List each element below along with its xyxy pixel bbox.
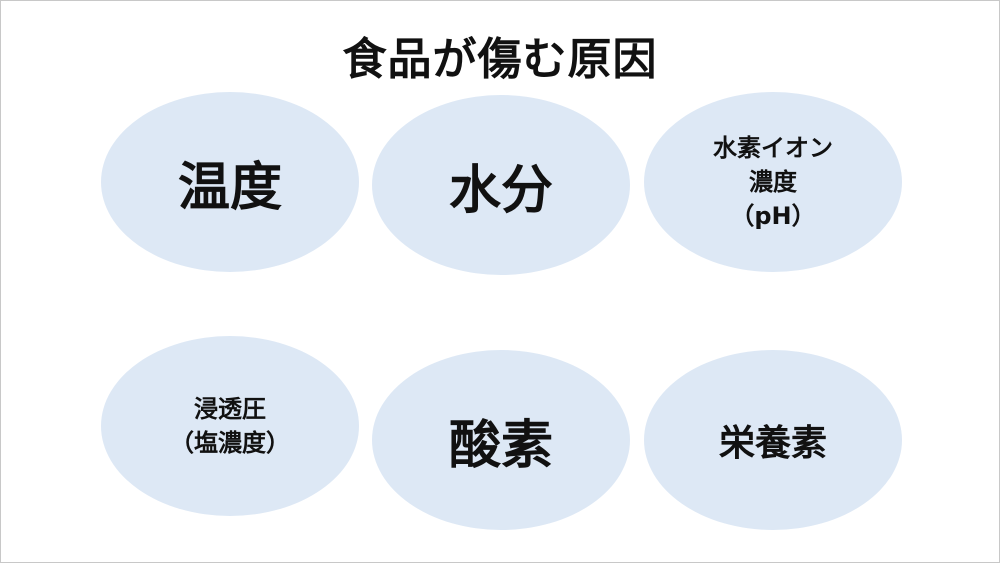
cause-temperature: 温度: [101, 92, 359, 272]
slide-title: 食品が傷む原因: [342, 34, 658, 85]
cause-osmotic-pressure: 浸透圧 （塩濃度）: [101, 336, 359, 516]
cause-moisture: 水分: [372, 95, 630, 275]
cause-nutrients: 栄養素: [644, 350, 902, 530]
cause-label: 浸透圧 （塩濃度）: [170, 395, 290, 457]
cause-ph: 水素イオン 濃度 （pH）: [644, 92, 902, 272]
cause-label: 水分: [448, 160, 553, 221]
cause-label: 水素イオン 濃度 （pH）: [713, 134, 833, 230]
cause-label: 酸素: [448, 415, 553, 476]
cause-oxygen: 酸素: [372, 350, 630, 530]
cause-label: 温度: [177, 157, 282, 218]
cause-label: 栄養素: [718, 423, 827, 464]
